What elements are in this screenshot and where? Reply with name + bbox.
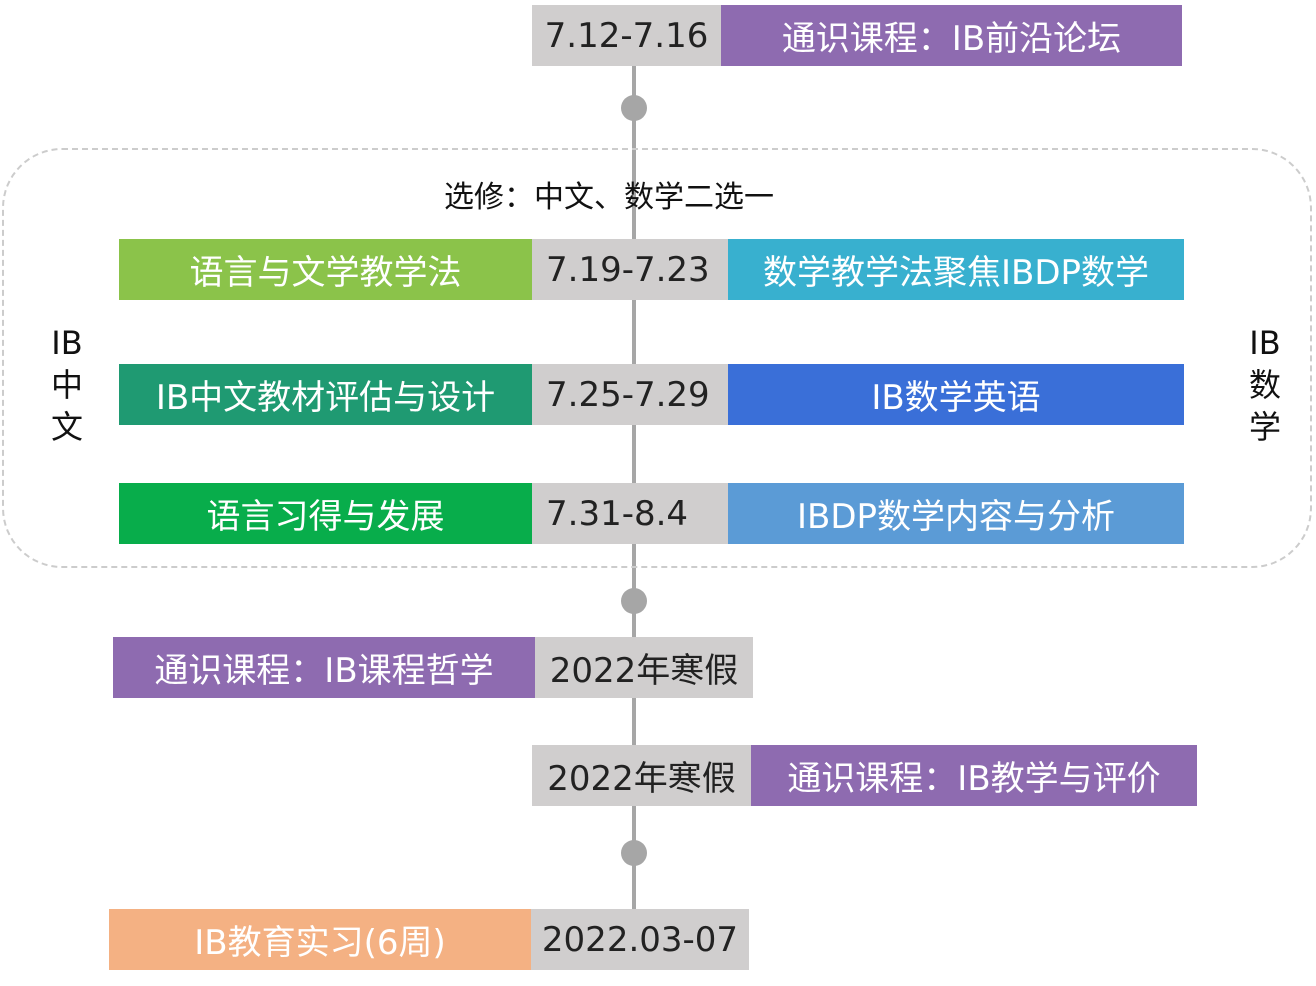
chinese-track-label: IB 中 文 bbox=[50, 324, 83, 446]
timeline-dot-2 bbox=[621, 588, 647, 614]
elective-section-frame bbox=[2, 148, 1312, 568]
elective-row-2-date: 7.25-7.29 bbox=[532, 364, 728, 425]
chinese-course-1: 语言与文学教学法 bbox=[119, 239, 532, 300]
math-course-3: IBDP数学内容与分析 bbox=[728, 483, 1184, 544]
general-course-2-date: 2022年寒假 bbox=[535, 637, 753, 698]
general-course-2-title: 通识课程：IB课程哲学 bbox=[113, 637, 535, 698]
elective-section-title: 选修：中文、数学二选一 bbox=[444, 180, 774, 215]
general-course-3-title: 通识课程：IB教学与评价 bbox=[751, 745, 1197, 806]
elective-row-3-date: 7.31-8.4 bbox=[532, 483, 728, 544]
math-course-2: IB数学英语 bbox=[728, 364, 1184, 425]
elective-row-1-date: 7.19-7.23 bbox=[532, 239, 728, 300]
timeline-dot-1 bbox=[621, 95, 647, 121]
math-course-1: 数学教学法聚焦IBDP数学 bbox=[728, 239, 1184, 300]
chinese-course-3: 语言习得与发展 bbox=[119, 483, 532, 544]
general-course-1-date: 7.12-7.16 bbox=[532, 5, 721, 66]
general-course-3-date: 2022年寒假 bbox=[532, 745, 751, 806]
chinese-course-2: IB中文教材评估与设计 bbox=[119, 364, 532, 425]
internship-date: 2022.03-07 bbox=[531, 909, 749, 970]
general-course-1-title: 通识课程：IB前沿论坛 bbox=[721, 5, 1182, 66]
internship-title: IB教育实习(6周) bbox=[109, 909, 531, 970]
math-track-label: IB 数 学 bbox=[1248, 324, 1281, 446]
timeline-dot-3 bbox=[621, 840, 647, 866]
